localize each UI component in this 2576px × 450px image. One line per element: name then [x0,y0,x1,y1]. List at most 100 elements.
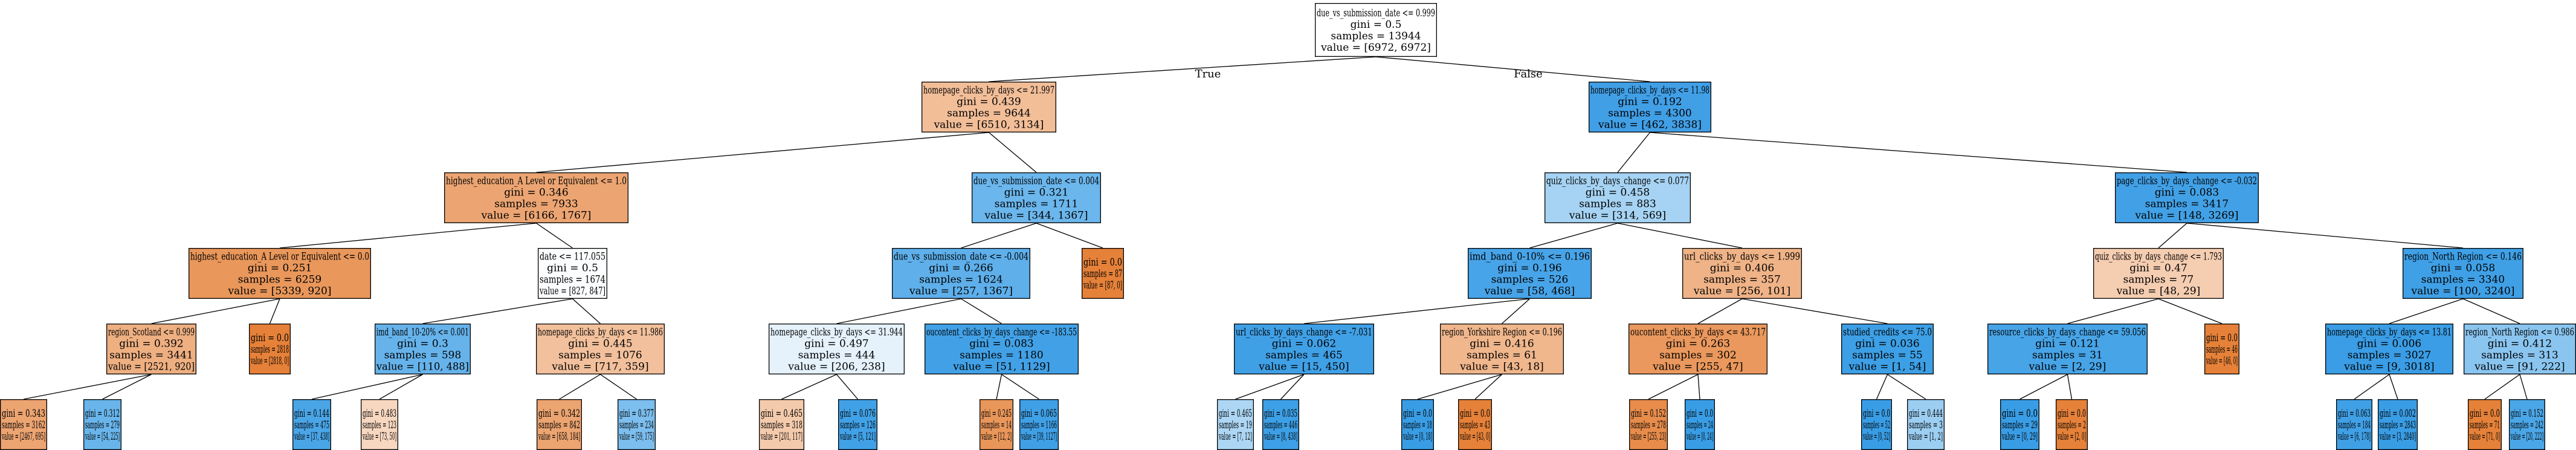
node-text-line: value = [20, 222] [2511,431,2543,443]
tree-edge [836,298,961,324]
node-box [0,399,47,450]
node-text-line: value = [15, 450] [1258,361,1349,373]
node-text-line: value = [6972, 6972] [1320,42,1431,54]
node-text-line: gini = 0.002 [2380,408,2416,420]
node-text-line: samples = 43 [1460,419,1490,431]
node-text-line: quiz_clicks_by_days_change <= 1.793 [2095,251,2222,263]
node-box [188,247,372,299]
node-text-line: value = [43, 0] [1460,431,1490,443]
node-text-line: samples = 883 [1579,198,1656,210]
node-box [2055,399,2088,450]
tree-edge [961,298,1002,324]
node-text-line: samples = 278 [1631,419,1666,431]
node-text-line: samples = 446 [1264,419,1297,431]
node-text-line: gini = 0.465 [1219,408,1252,420]
node-text-line: samples = 3027 [2348,350,2431,362]
node-text-line: samples = 61 [1467,350,1537,362]
node-text-line: oucontent_clicks_by_days <= 43.717 [1630,327,1766,339]
node-text-line: gini = 0.346 [504,187,568,199]
node-text-line: value = [39, 1127] [1021,431,1057,443]
node-text-line: gini = 0.0 [1403,408,1432,420]
node-text-line: samples = 1711 [995,198,1078,210]
node-text-line: gini = 0.0 [2002,408,2038,420]
node-text-line: value = [73, 50] [363,431,396,443]
node-text-line: value = [5, 121] [840,431,876,443]
node-text-line: value = [9, 3018] [2343,361,2434,373]
node-text-line: value = [59, 175] [619,431,654,443]
tree-edge [1502,298,1530,324]
node-text-line: value = [148, 3269] [2134,210,2238,222]
tree-node: quiz_clicks_by_days_change <= 0.077gini … [1544,172,1691,223]
node-text-line: samples = 14 [981,419,1012,431]
node-text-line: value = [6166, 1767] [481,210,592,222]
node-text-line: due_vs_submission_date <= 0.004 [973,175,1099,188]
node-text-line: samples = 1624 [919,274,1002,286]
tree-edge [2519,374,2528,400]
node-text-line: gini = 0.312 [85,408,120,420]
node-box [838,399,878,450]
tree-node: url_clicks_by_days_change <= -7.031gini … [1234,324,1375,375]
tree-edge [151,298,280,324]
node-box [1401,399,1434,450]
node-text-line: gini = 0.465 [761,408,802,420]
node-text-line: samples = 184 [2338,419,2371,431]
node-box [1684,399,1715,450]
tree-edge [781,374,837,400]
node-text-line: value = [0, 52] [1863,431,1890,443]
node-box [106,324,196,375]
node-text-line: value = [344, 1367] [984,210,1088,222]
node-text-line: gini = 0.152 [2511,408,2543,420]
node-text-line: samples = 71 [2470,419,2500,431]
node-text-line: samples = 24 [1687,419,1713,431]
node-text-line: samples = 242 [2511,419,2543,431]
node-text-line: samples = 31 [2032,350,2103,362]
node-text-line: samples = 234 [619,419,654,431]
tree-edge [1280,374,1305,400]
tree-edge [1648,374,1699,400]
tree-edge [1036,223,1103,249]
node-text-line: value = [827, 847] [539,285,605,298]
node-text-line: region_Yorkshire Region <= 0.196 [1442,327,1562,339]
node-text-line: value = [2, 29] [2029,361,2106,373]
node-text-line: gini = 0.006 [2357,338,2421,350]
node-text-line: samples = 598 [384,350,462,362]
node-text-line: gini = 0.497 [804,338,868,350]
tree-edges [23,56,2528,400]
node-text-line: value = [87, 0] [1083,279,1122,292]
node-box [2467,399,2502,450]
node-box [618,399,656,450]
node-text-line: samples = 279 [85,419,120,431]
node-text-line: value = [2521, 920] [108,361,195,373]
tree-edge [2067,374,2073,400]
tree-edge [536,132,989,173]
node-text-line: samples = 29 [2002,419,2038,431]
tree-edge [2462,298,2520,324]
node-text-line: oucontent_clicks_by_days_change <= -183.… [926,327,1077,339]
node-box [1019,399,1059,450]
node-text-line: samples = 3162 [2,419,45,431]
node-box [1629,399,1668,450]
node-text-line: value = [100, 3240] [2410,285,2514,298]
edge-label-false: False [1514,68,1543,80]
node-text-line: samples = 1674 [540,274,605,286]
node-text-line: samples = 465 [1265,350,1343,362]
tree-edge [600,374,637,400]
node-text-line: gini = 0.192 [1618,96,1682,108]
node-box [536,324,665,375]
node-text-line: value = [2818, 0] [251,355,289,367]
